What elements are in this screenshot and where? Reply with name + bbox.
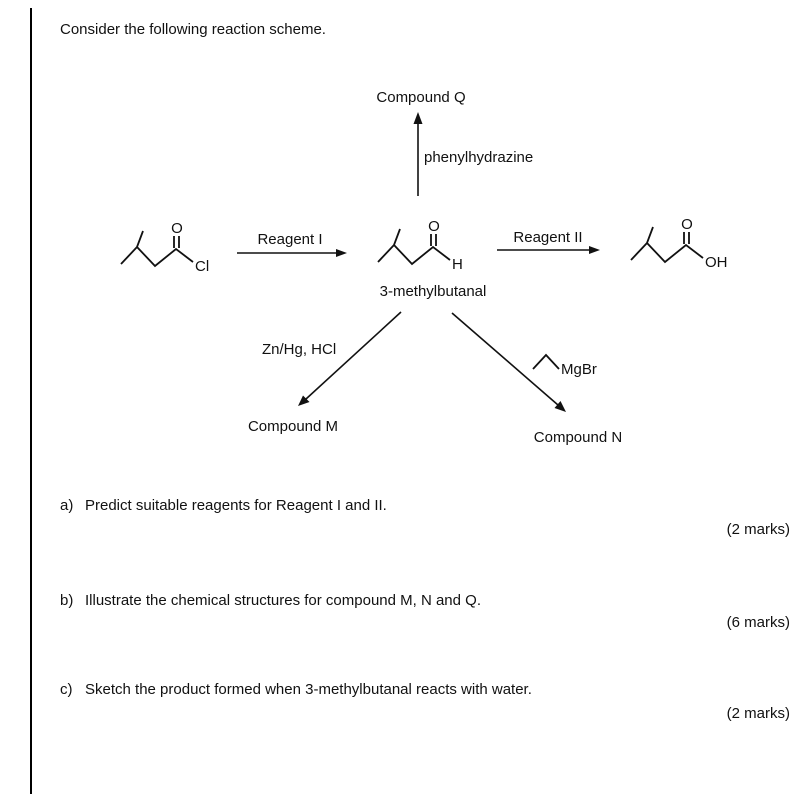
acyl-chloride-bonds xyxy=(120,230,194,268)
arrow-grignard-shaft xyxy=(451,312,559,406)
arrow-zn-hg-shaft xyxy=(305,311,402,400)
aldehyde-name-label: 3-methylbutanal xyxy=(379,283,487,300)
question-b-marks: (6 marks) xyxy=(726,614,790,631)
arrow-phenylhydrazine-head xyxy=(413,112,423,124)
arrow-reagent-ii xyxy=(497,246,600,254)
question-a-marks: (2 marks) xyxy=(726,521,790,538)
reagent-ii-label: Reagent II xyxy=(513,229,583,246)
grignard-mgbr-label: MgBr xyxy=(561,361,597,378)
aldehyde-structure: O H xyxy=(377,218,463,273)
question-c-label: c) xyxy=(60,681,73,698)
aldehyde-o-label: O xyxy=(428,218,440,235)
arrow-phenylhydrazine xyxy=(413,112,423,196)
question-b-label: b) xyxy=(60,592,74,609)
carboxylic-acid-o-label: O xyxy=(681,216,693,233)
reaction-scheme-diagram: O Cl O H O OH MgBr xyxy=(120,112,728,412)
arrow-grignard xyxy=(451,312,566,412)
compound-q-label: Compound Q xyxy=(376,89,466,106)
arrow-zn-hg xyxy=(298,311,402,406)
ethyl-grignard-bonds xyxy=(532,353,560,370)
question-a-text: Predict suitable reagents for Reagent I … xyxy=(85,497,387,514)
ethyl-grignard-structure: MgBr xyxy=(532,353,597,378)
carboxylic-acid-structure: O OH xyxy=(630,216,728,271)
acyl-chloride-o-label: O xyxy=(171,220,183,237)
arrow-zn-hg-head xyxy=(298,395,310,406)
aldehyde-h-label: H xyxy=(452,256,463,273)
aldehyde-bonds xyxy=(377,228,451,266)
zn-hg-hcl-label: Zn/Hg, HCl xyxy=(262,341,337,358)
arrow-reagent-ii-head xyxy=(589,246,600,254)
arrow-grignard-head xyxy=(554,401,566,412)
acyl-chloride-cl-label: Cl xyxy=(195,258,209,275)
question-c-marks: (2 marks) xyxy=(726,705,790,722)
question-b-text: Illustrate the chemical structures for c… xyxy=(85,592,481,609)
arrow-reagent-i-head xyxy=(336,249,347,257)
acyl-chloride-structure: O Cl xyxy=(120,220,209,275)
question-a-label: a) xyxy=(60,497,74,514)
reagent-i-label: Reagent I xyxy=(257,231,323,248)
compound-n-label: Compound N xyxy=(533,429,623,446)
question-c: c) Sketch the product formed when 3-meth… xyxy=(60,681,795,698)
compound-m-label: Compound M xyxy=(247,418,339,435)
question-b: b) Illustrate the chemical structures fo… xyxy=(60,592,795,609)
question-a: a) Predict suitable reagents for Reagent… xyxy=(60,497,795,514)
arrow-reagent-i xyxy=(237,249,347,257)
phenylhydrazine-label: phenylhydrazine xyxy=(424,149,534,166)
page-title: Consider the following reaction scheme. xyxy=(60,21,326,38)
question-c-text: Sketch the product formed when 3-methylb… xyxy=(85,681,532,698)
carboxylic-acid-oh-label: OH xyxy=(705,254,728,271)
carboxylic-acid-bonds xyxy=(630,226,704,264)
page-margin-line xyxy=(30,8,32,794)
